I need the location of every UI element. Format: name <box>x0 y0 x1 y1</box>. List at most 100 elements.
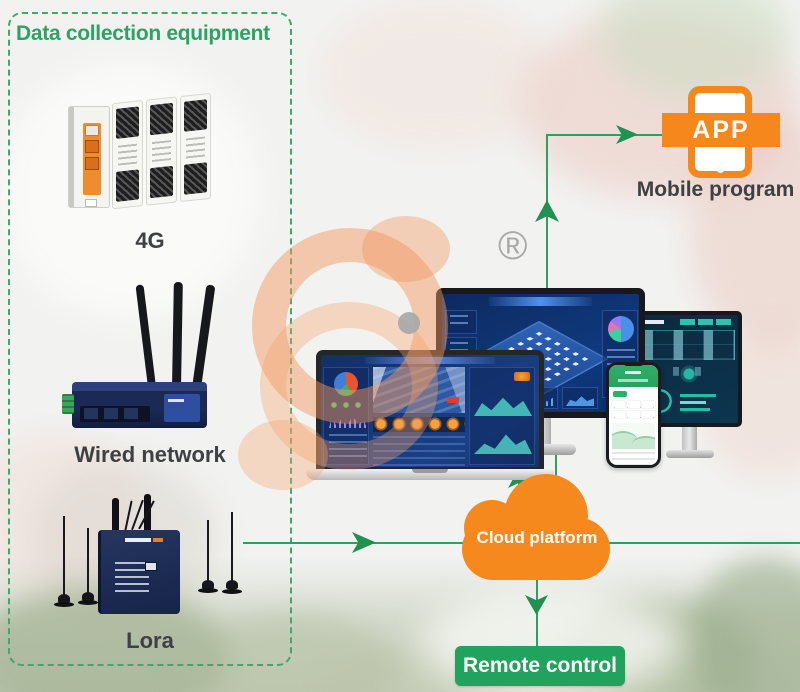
device-label-4g: 4G <box>135 228 165 253</box>
secondary-monitor <box>636 311 742 459</box>
connector-monitor-to-app-horizontal <box>546 134 678 136</box>
area-chart <box>474 434 532 454</box>
antenna-base <box>58 594 70 603</box>
antenna <box>172 281 183 389</box>
usb-port <box>85 199 97 207</box>
antenna-base <box>82 592 94 601</box>
laptop <box>306 350 554 482</box>
stat-panel <box>445 310 477 334</box>
terminal-block <box>116 169 139 202</box>
pig-thumbnails <box>373 417 465 432</box>
4g-gateway-device <box>68 92 214 216</box>
monitor-base <box>666 450 714 458</box>
phone-frame <box>606 362 661 468</box>
left-panel <box>323 367 369 465</box>
remote-control-badge: Remote control <box>455 646 625 686</box>
router-front-panel <box>164 394 200 422</box>
pie-chart <box>334 372 358 396</box>
lora-gateway-device <box>50 492 260 622</box>
list-rows <box>612 452 655 465</box>
lora-label-panel <box>110 554 172 600</box>
plc-io-modules <box>112 92 212 212</box>
stub-antenna <box>112 498 119 532</box>
terminal-block <box>116 106 139 139</box>
data-table <box>373 436 465 466</box>
terminal-block <box>184 162 207 195</box>
pie-chart <box>608 316 634 342</box>
antenna-disc <box>78 600 98 605</box>
antenna <box>135 284 156 388</box>
app-badge: APP <box>662 113 780 147</box>
laptop-screen <box>321 355 539 467</box>
right-panel <box>469 367 535 465</box>
phone-notch <box>623 362 644 366</box>
monitor-bezel <box>636 311 742 427</box>
wired-router-device <box>60 281 240 432</box>
lora-logo-strip <box>111 537 167 543</box>
whip-antenna <box>207 520 209 582</box>
dashboard-header <box>642 318 736 326</box>
router-chassis <box>72 382 207 428</box>
watermark-swirl-icon <box>362 216 450 282</box>
section-chip <box>613 391 627 397</box>
laptop-notch <box>412 469 448 473</box>
terminal-block <box>150 102 173 136</box>
histogram <box>329 416 367 428</box>
chart-area <box>612 431 638 449</box>
trend-chart <box>612 423 655 449</box>
antenna-disc <box>54 602 74 607</box>
chart-panel <box>562 387 598 409</box>
watermark-dot <box>398 312 420 334</box>
equipment-group-border <box>8 12 292 666</box>
laptop-base <box>306 469 554 480</box>
app-header <box>609 365 658 387</box>
plc-port-panel <box>83 123 101 195</box>
stat-grid <box>643 330 735 360</box>
plc-display <box>85 125 99 136</box>
registered-trademark: ® <box>498 224 528 268</box>
laptop-lid <box>316 350 544 472</box>
mobile-program-label: Mobile program <box>636 178 795 201</box>
filter-pills <box>612 401 655 409</box>
home-button-dot <box>717 166 724 173</box>
io-module <box>146 96 177 206</box>
alert-badge <box>447 397 459 403</box>
io-module <box>112 99 143 210</box>
ethernet-ports <box>80 406 150 422</box>
antenna-disc <box>198 588 218 593</box>
dashboard-header <box>364 357 496 364</box>
module-label-strip <box>186 136 205 159</box>
ethernet-port <box>85 157 99 170</box>
cloud-platform-shape: Cloud platform <box>462 474 612 582</box>
cloud-platform-label: Cloud platform <box>476 528 598 547</box>
bg-blob <box>600 0 790 100</box>
area-chart <box>474 397 532 416</box>
whip-antenna <box>231 512 233 582</box>
ethernet-port <box>85 140 99 153</box>
device-label-wired: Wired network <box>74 442 226 467</box>
antenna <box>192 284 216 389</box>
stat-rows <box>329 434 367 462</box>
status-dots <box>330 401 366 409</box>
bar-rows <box>680 393 732 411</box>
camera-feed <box>373 367 465 413</box>
device-label-lora: Lora <box>126 628 174 653</box>
lora-display <box>145 562 157 571</box>
monitor-stand <box>682 427 697 452</box>
power-terminal <box>62 394 74 414</box>
antenna-base <box>202 580 214 589</box>
phone-screen <box>609 365 658 465</box>
whip-antenna <box>87 528 89 594</box>
lora-chassis <box>98 530 180 614</box>
app-icon: APP <box>662 86 780 182</box>
plc-cpu-module <box>68 106 110 208</box>
filter-pills <box>612 411 655 419</box>
cloud-body <box>462 518 610 580</box>
equipment-group-title: Data collection equipment <box>16 22 270 45</box>
module-label-strip <box>152 140 171 163</box>
whip-antenna <box>63 516 65 596</box>
chart-area <box>632 436 655 449</box>
topology-panel <box>643 363 735 385</box>
bg-blob <box>320 0 550 150</box>
